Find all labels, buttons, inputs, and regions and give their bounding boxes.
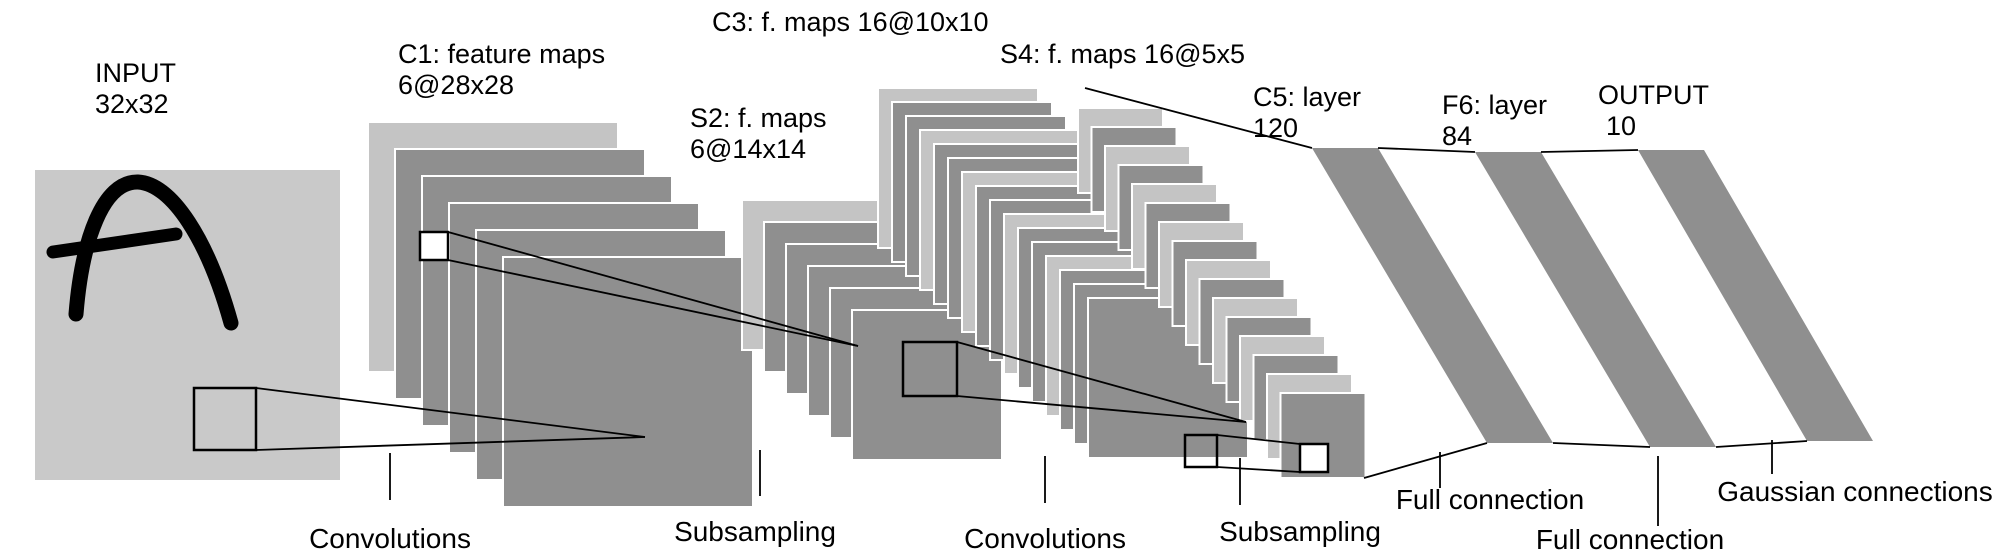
input-size-label: 32x32 <box>95 89 169 119</box>
f6-size-label: 84 <box>1442 121 1472 151</box>
input-receptive-field-square <box>192 386 258 452</box>
c1-receptive-field-square <box>418 230 450 262</box>
s4-label: S4: f. maps 16@5x5 <box>1000 39 1245 69</box>
convolutions1-label: Convolutions <box>309 523 471 553</box>
f6-label: F6: layer <box>1442 90 1547 120</box>
full-connection1-label: Full connection <box>1396 484 1584 515</box>
s2-label: S2: f. maps <box>690 103 827 133</box>
c1-s2-trapezoid-top-line <box>447 231 859 347</box>
c1-label: C1: feature maps <box>398 39 605 69</box>
layer-labels: INPUT 32x32 C1: feature maps 6@28x28 C3:… <box>95 7 1709 164</box>
s2-c3-trapezoid-top-line <box>956 341 1247 423</box>
s4-receptive-field-square <box>1298 442 1330 474</box>
subsampling2-label: Subsampling <box>1219 516 1381 547</box>
s4-c5-top-connection-line <box>1084 87 1313 149</box>
c5-label: C5: layer <box>1253 82 1361 112</box>
c5-f6-top-connection-line <box>1377 147 1476 153</box>
operation-ticks <box>389 440 1773 526</box>
full-connection2-label: Full connection <box>1536 524 1724 553</box>
c5-size-label: 120 <box>1253 113 1298 143</box>
input-layer <box>35 170 340 480</box>
subsampling1-label: Subsampling <box>674 516 836 547</box>
c3-s4-trapezoid-bottom-line <box>1216 466 1301 473</box>
f6-output-top-connection-line <box>1540 149 1639 153</box>
s4-feature-maps <box>1077 107 1367 479</box>
c1-feature-maps <box>367 121 754 508</box>
output-label: OUTPUT <box>1598 80 1709 110</box>
c5-bar <box>1312 148 1553 443</box>
c3-s4-trapezoid-top-line <box>1216 434 1301 445</box>
receptive-field-overlays <box>192 230 1330 474</box>
c5-layer-bar <box>1312 148 1553 443</box>
gaussian-connections-label: Gaussian connections <box>1717 476 1993 507</box>
s2-receptive-field-square <box>901 340 959 398</box>
f6-output-bottom-connection-line <box>1715 440 1808 448</box>
output-size-label: 10 <box>1606 111 1636 141</box>
handwritten-a-crossbar <box>46 227 183 259</box>
feature-map <box>502 256 754 508</box>
s2-size-label: 6@14x14 <box>690 134 806 164</box>
output-bar <box>1638 150 1873 441</box>
output-layer-bar <box>1638 150 1873 441</box>
c3-label: C3: f. maps 16@10x10 <box>712 7 989 37</box>
s2-c3-trapezoid-bottom-line <box>956 395 1247 423</box>
f6-layer-bar <box>1475 152 1716 447</box>
c1-size-label: 6@28x28 <box>398 70 514 100</box>
input-label: INPUT <box>95 58 176 88</box>
c5-f6-bottom-connection-line <box>1552 442 1651 448</box>
input-c1-trapezoid-bottom-line <box>255 436 646 451</box>
s4-c5-bottom-connection-line <box>1363 442 1488 479</box>
convolutions2-label: Convolutions <box>964 523 1126 553</box>
c3-receptive-field-square <box>1183 433 1219 469</box>
connection-lines <box>1084 87 1808 479</box>
f6-bar <box>1475 152 1716 447</box>
c1-s2-trapezoid-bottom-line <box>447 259 859 347</box>
operation-labels: Convolutions Subsampling Convolutions Su… <box>309 476 1993 553</box>
input-c1-trapezoid-top-line <box>255 387 646 438</box>
